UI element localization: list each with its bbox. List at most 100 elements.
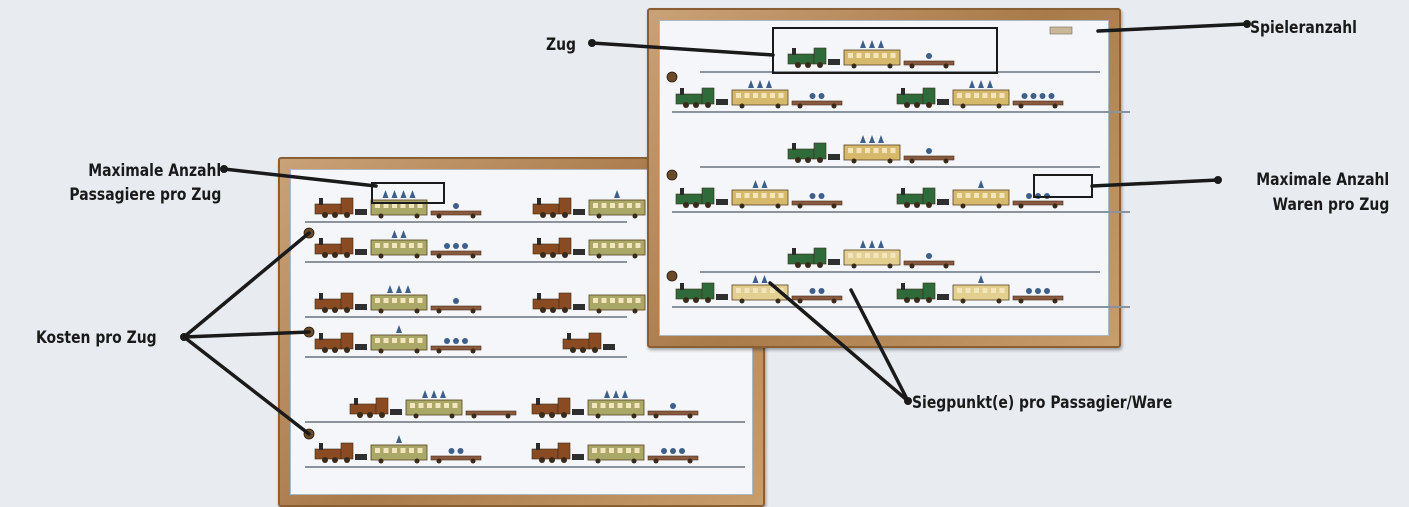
passenger-figure (860, 240, 866, 248)
leader-dot (904, 397, 912, 405)
passenger-figure (440, 390, 446, 398)
locomotive-chimney (792, 143, 796, 150)
car-window (601, 203, 607, 208)
car-window (982, 288, 988, 293)
wheel (539, 457, 545, 463)
goods-cube (679, 448, 685, 454)
car-window (890, 53, 896, 58)
car-window (873, 253, 879, 258)
wheel (693, 102, 699, 108)
goods-cube (462, 338, 468, 344)
passenger-figure (860, 135, 866, 143)
car-window (593, 203, 598, 208)
goods-cube (809, 93, 816, 99)
car-window (392, 243, 397, 248)
car-window (593, 243, 598, 248)
wheel (344, 347, 350, 353)
goods-cube (444, 243, 450, 249)
car-window (392, 448, 397, 453)
label-max-goods-1: Maximale Anzahl (1255, 170, 1389, 190)
locomotive-boiler (314, 243, 342, 255)
wheel (943, 63, 949, 69)
wheel (909, 63, 915, 69)
passenger-figure (613, 390, 619, 398)
car-window (856, 253, 862, 258)
wheel (739, 103, 745, 109)
car-window (609, 448, 614, 453)
label-max-passengers-2: Passagiere pro Zug (69, 185, 221, 205)
locomotive-cab (557, 397, 571, 415)
car-window (400, 203, 406, 208)
goods-cube (1035, 288, 1041, 294)
car-window (417, 203, 423, 208)
flat-car (903, 155, 955, 161)
tender (572, 409, 584, 415)
wheel (570, 347, 576, 353)
car-window (618, 243, 624, 248)
wheel (596, 308, 602, 314)
leader-line (1090, 178, 1220, 188)
locomotive-chimney (354, 398, 358, 405)
passenger-figure (978, 180, 984, 188)
wheel (550, 307, 556, 313)
tender (573, 249, 585, 255)
passenger-figure (878, 40, 884, 48)
car-window (753, 288, 758, 293)
car-window (409, 298, 414, 303)
wheel (414, 458, 420, 464)
car-window (991, 288, 996, 293)
car-window (999, 288, 1005, 293)
locomotive-cab (922, 87, 936, 105)
wheel (436, 458, 442, 464)
car-window (999, 93, 1005, 98)
locomotive-chimney (319, 333, 323, 340)
car-window (770, 93, 775, 98)
goods-cube (462, 243, 468, 249)
goods-cube (818, 93, 825, 99)
goods-cube (1030, 93, 1037, 99)
wheel (851, 158, 857, 164)
car-window (400, 243, 406, 248)
car-window (409, 203, 414, 208)
wheel (687, 413, 693, 419)
car-window (965, 93, 971, 98)
goods-cube (661, 448, 667, 454)
car-window (609, 403, 614, 408)
wheel (705, 202, 711, 208)
car-window (856, 53, 862, 58)
wheel (595, 413, 601, 419)
wheel (683, 102, 689, 108)
wheel (549, 412, 555, 418)
wheel (996, 203, 1002, 209)
tender (355, 344, 367, 350)
locomotive-cab (557, 442, 571, 460)
locomotive-cab (558, 292, 572, 310)
locomotive-cab (922, 282, 936, 300)
car-window (383, 448, 389, 453)
car-window (409, 448, 414, 453)
wheel (960, 298, 966, 304)
passenger-figure (761, 275, 768, 283)
car-window (982, 193, 988, 198)
tender (828, 59, 840, 65)
passenger-figure (396, 435, 402, 443)
tender (390, 409, 402, 415)
wheel (926, 202, 932, 208)
tender (572, 454, 584, 460)
car-window (882, 53, 887, 58)
locomotive-boiler (896, 193, 924, 205)
locomotive-boiler (531, 448, 559, 460)
locomotive-chimney (680, 283, 684, 290)
locomotive-chimney (901, 188, 905, 195)
locomotive-cab (340, 332, 354, 350)
wheel (795, 262, 801, 268)
wheel (378, 348, 384, 354)
locomotive-boiler (787, 148, 815, 160)
car-window (626, 448, 631, 453)
wheel (797, 298, 803, 304)
goods-cube (809, 288, 816, 294)
car-window (890, 148, 896, 153)
leader-line (222, 167, 378, 188)
leader-line (182, 330, 311, 339)
locomotive-boiler (314, 203, 342, 215)
